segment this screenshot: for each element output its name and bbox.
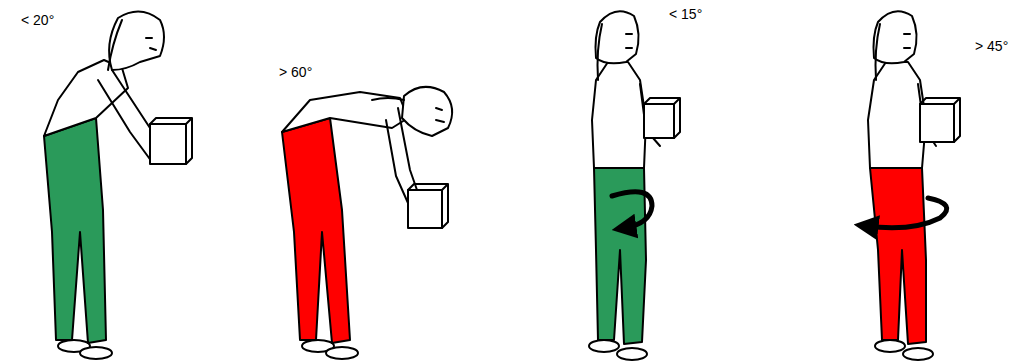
angle-label: < 15° — [668, 6, 703, 22]
figure-small-twist — [589, 11, 680, 360]
angle-label: < 20° — [20, 12, 55, 28]
figure-large-twist — [866, 11, 960, 360]
angle-label: > 45° — [974, 38, 1009, 54]
figure-slight-bend — [44, 11, 192, 359]
figure-deep-bend — [282, 87, 452, 359]
angle-label: > 60° — [278, 64, 313, 80]
